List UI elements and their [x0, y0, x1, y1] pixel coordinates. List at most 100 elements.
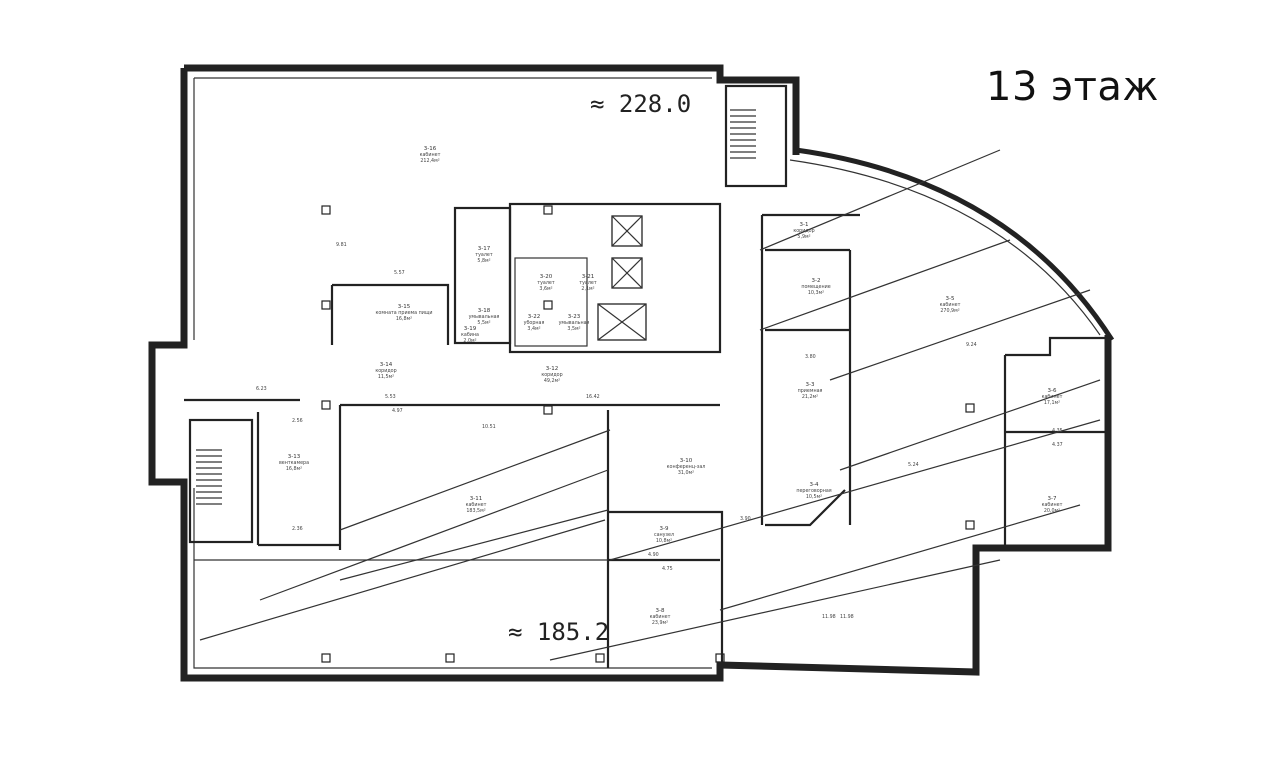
room-area: 23,9м² [652, 620, 668, 626]
elevator-2 [611, 257, 643, 289]
hatch-line [839, 379, 1101, 471]
ceiling-hatching [199, 149, 1101, 661]
hatch-line [609, 419, 1101, 561]
room-area: 10,3м² [808, 290, 824, 296]
dimension-label: 6.23 [256, 386, 267, 392]
dimension-label: 4.35 [1052, 428, 1063, 434]
room-area: 21,2м² [802, 394, 818, 400]
room-code: 3-8 [656, 608, 665, 614]
dimension-label: 4.97 [392, 408, 403, 414]
room-name: умывальная [559, 321, 590, 326]
room-area: 5,5м² [477, 320, 490, 326]
room-code: 3-16 [424, 146, 437, 152]
room-name: кабинет [466, 502, 487, 508]
room-name: коридор [793, 229, 814, 234]
room-area: 2,0м² [463, 338, 476, 344]
room-name: приемная [798, 389, 823, 394]
room-3-13-walls [256, 405, 342, 550]
room-labels: 3-16кабинет212,4м²3-1коридор5,9м²3-2поме… [279, 146, 1063, 626]
corridor-lower-wall [184, 398, 720, 407]
room-name: помещение [801, 285, 830, 290]
room-area: 212,4м² [420, 158, 439, 164]
column [543, 205, 553, 215]
meeting-room-walls [606, 410, 724, 668]
column [543, 405, 553, 415]
dimension-label: 10.51 [482, 424, 496, 430]
room-name: кабинет [1042, 502, 1063, 508]
bottom-area-note: ≈ 185.2 [508, 618, 609, 646]
room-code: 3-22 [528, 314, 540, 320]
right-wing-walls [760, 213, 860, 527]
hatch-line [339, 509, 609, 581]
room-code: 3-17 [478, 246, 491, 252]
dimension-label: 2.36 [292, 526, 303, 532]
dimension-label: 3.90 [740, 516, 751, 522]
room-name: туалет [579, 281, 597, 286]
room-name: венткамера [279, 461, 309, 466]
room-code: 3-7 [1048, 496, 1057, 502]
hatch-line [259, 469, 609, 601]
outer-wall-main [148, 64, 1112, 682]
dimension-label: 11.98 [840, 614, 854, 620]
room-area: 17,1м² [1044, 400, 1060, 406]
column [445, 653, 455, 663]
column [715, 653, 725, 663]
room-3-15-walls [330, 283, 450, 345]
room-name: комната приема пищи [375, 311, 432, 316]
room-name: туалет [537, 281, 555, 286]
central-core [453, 202, 722, 354]
room-code: 3-4 [810, 482, 819, 488]
room-area: 16,8м² [286, 466, 302, 472]
column [321, 205, 331, 215]
room-code: 3-21 [582, 274, 594, 280]
room-area: 183,5м² [466, 508, 485, 514]
room-code: 3-1 [800, 222, 809, 228]
room-code: 3-10 [680, 458, 693, 464]
room-code: 3-11 [470, 496, 482, 502]
hatch-line [759, 149, 1001, 251]
column [321, 653, 331, 663]
curved-facade-inner [789, 159, 1101, 336]
hatch-line [549, 559, 1001, 661]
room-area: 3,4м² [527, 326, 540, 332]
room-area: 16,8м² [396, 316, 412, 322]
room-code: 3-14 [380, 362, 393, 368]
elevator-3 [597, 303, 647, 341]
column [965, 403, 975, 413]
room-area: 10,8м² [656, 538, 672, 544]
room-name: кабинет [650, 614, 671, 620]
room-area: 5,9м² [797, 234, 810, 240]
column [543, 300, 553, 310]
room-name: кабинет [940, 302, 961, 308]
outer-walls [148, 64, 1115, 682]
room-name: конференц-зал [667, 464, 706, 470]
wc-block [453, 206, 512, 345]
room-code: 3-3 [806, 382, 815, 388]
column [321, 300, 331, 310]
room-code: 3-6 [1048, 388, 1057, 394]
room-code: 3-23 [568, 314, 581, 320]
room-area: 3,5м² [567, 326, 580, 332]
dimension-label: 4.90 [648, 552, 659, 558]
dimension-label: 4.37 [1052, 442, 1063, 448]
columns [321, 205, 975, 663]
hatch-line [719, 504, 1081, 611]
dimension-label: 9.24 [966, 342, 977, 348]
stair-top [724, 84, 788, 188]
dimension-label: 5.57 [394, 270, 405, 276]
room-name: туалет [475, 253, 493, 258]
room-3-6-walls [1003, 336, 1108, 548]
column [965, 520, 975, 530]
room-code: 3-19 [464, 326, 477, 332]
column [321, 400, 331, 410]
column [595, 653, 605, 663]
room-code: 3-12 [546, 366, 558, 372]
room-name: санузел [654, 533, 674, 538]
room-area: 2,1м² [581, 286, 594, 292]
hatch-line [339, 429, 611, 531]
room-code: 3-13 [288, 454, 301, 460]
elevator-1 [611, 215, 643, 247]
room-name: умывальная [469, 315, 500, 320]
room-code: 3-9 [660, 526, 669, 532]
